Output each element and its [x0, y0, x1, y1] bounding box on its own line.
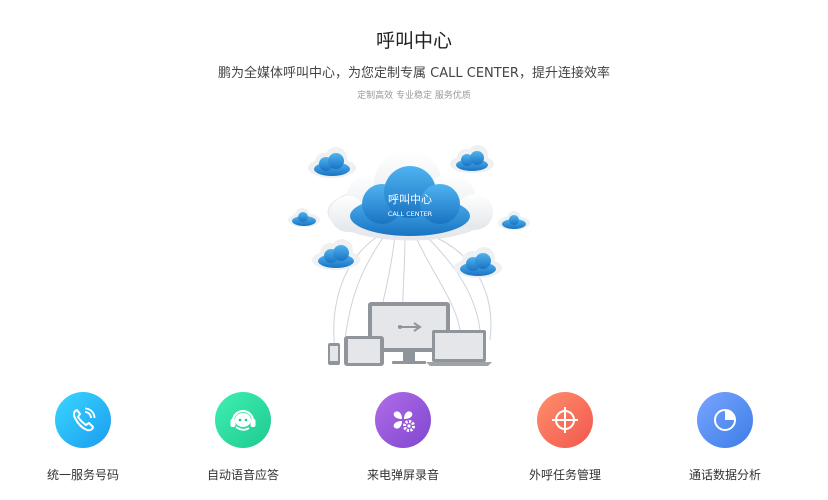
feature-label: 统一服务号码 [46, 468, 119, 482]
page-title: 呼叫中心 [375, 30, 452, 52]
small-cloud-mid-right [498, 211, 530, 230]
clover-gear-icon [375, 392, 431, 448]
main-cloud: 呼叫中心 CALL CENTER [327, 150, 493, 241]
connection-lines [333, 234, 492, 351]
tablet [344, 336, 384, 366]
feature-label: 自动语音应答 [206, 468, 279, 482]
phone [328, 343, 340, 365]
feature-list: 统一服务号码 自动语音应答 来电弹屏录音 [0, 392, 828, 500]
phone-icon [55, 392, 111, 448]
small-cloud-bottom-left [312, 239, 360, 270]
page-tagline: 定制高效 专业稳定 服务优质 [357, 91, 471, 101]
feature-label: 来电弹屏录音 [366, 468, 439, 482]
crosshair-icon [537, 392, 593, 448]
feature-outbound-tasks[interactable]: 外呼任务管理 [500, 392, 630, 483]
cloud-subtitle: CALL CENTER [388, 210, 433, 218]
pie-chart-icon [697, 392, 753, 448]
laptop [426, 330, 492, 366]
feature-ivr[interactable]: 自动语音应答 [178, 392, 308, 483]
small-cloud-mid-left [288, 208, 320, 227]
small-cloud-top-right [450, 145, 494, 173]
call-center-illustration: 呼叫中心 CALL CENTER [280, 140, 540, 380]
feature-popup-recording[interactable]: 来电弹屏录音 [338, 392, 468, 483]
small-cloud-top-left [308, 147, 356, 178]
feature-call-analytics[interactable]: 通话数据分析 [660, 392, 790, 483]
feature-label: 外呼任务管理 [528, 468, 601, 482]
page-subtitle: 鹏为全媒体呼叫中心，为您定制专属 CALL CENTER，提升连接效率 [218, 66, 610, 81]
feature-label: 通话数据分析 [688, 468, 761, 482]
cloud-devices-graphic: 呼叫中心 CALL CENTER [288, 145, 530, 366]
desktop-monitor [368, 302, 450, 364]
small-cloud-bottom-right [454, 247, 502, 278]
feature-unified-number[interactable]: 统一服务号码 [18, 392, 148, 483]
cloud-title: 呼叫中心 [388, 193, 432, 206]
headset-icon [215, 392, 271, 448]
